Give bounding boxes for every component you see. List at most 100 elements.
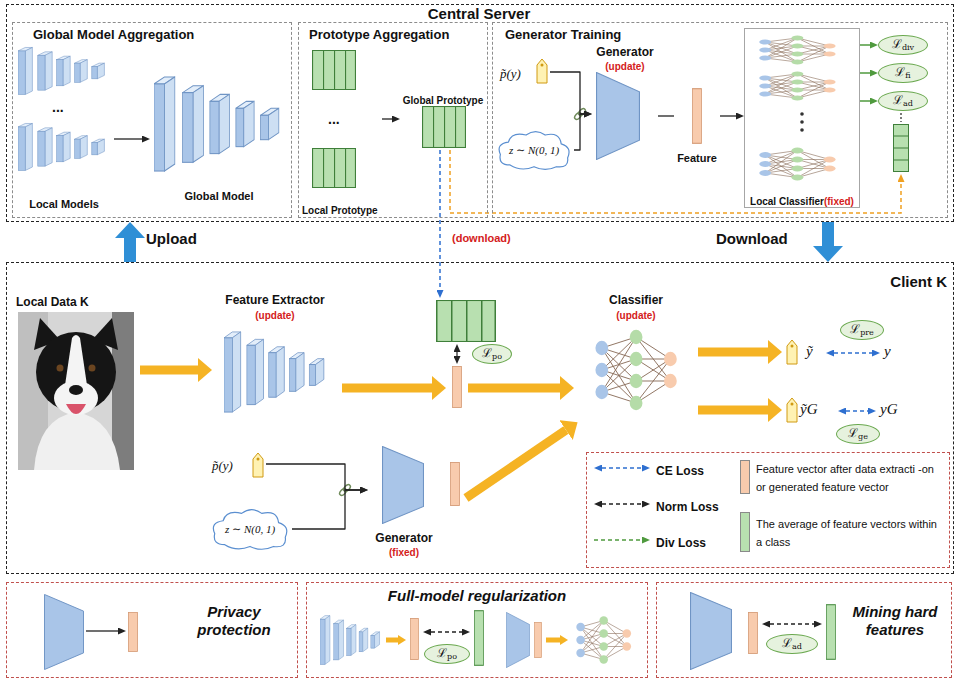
server-drawings [597,73,640,160]
connector [658,115,674,116]
node-label: ℒ [482,347,492,361]
client-drawings [253,453,263,477]
panel-frame: Global Model AggregationLocal ModelsGlob… [12,22,292,218]
dog-photo [66,404,86,414]
server-drawings [154,77,279,171]
text-slot: p̃(y) [500,64,534,82]
client-drawings [342,384,432,393]
legend-sample [602,467,642,469]
text-slot: Prototype Aggregation [309,25,479,43]
dog-photo [18,312,134,470]
server-drawings [900,113,901,122]
legend-sample [594,534,650,546]
server-drawings [693,89,702,144]
connector [720,115,736,116]
client-drawings [224,332,324,412]
connector [124,238,136,262]
legend-swatch [740,460,750,494]
text-slot: Classifier [578,290,694,308]
server-drawings [18,123,104,170]
summary-drawings [410,619,418,660]
component-block: Generator(fixed) [368,444,440,558]
text-slot: Norm Loss [656,497,719,515]
node-label: Client K [890,273,947,290]
text-slot: Mining hard features [845,603,945,640]
loss-ellipse: ℒad [766,634,818,654]
node-label: Generator [596,45,653,59]
node-label: Feature [677,152,717,164]
node-label: ℒ [848,427,858,441]
annotation-label: ỹG [800,401,818,417]
server-drawings [800,112,804,116]
text-slot: ỹG [800,400,818,418]
connector [382,118,392,119]
summary-panel: Full-model regularizationℒpo [306,582,648,678]
loss-ellipse: ℒpo [472,344,512,364]
node-label: Privacy protection [197,603,270,638]
region-frame: Central ServerGlobal Model AggregationLo… [6,4,954,222]
edge-label: Download [716,230,788,247]
node-label: ℒ [895,66,905,80]
client-drawings [787,340,797,364]
text-slot: z ∼ N(0, 1) [494,128,574,172]
text-slot: Generator [368,528,440,546]
summary-panel: Privacy protection [6,582,298,678]
client-drawings [787,398,797,422]
legend-text: Div Loss [656,536,706,550]
text-slot: Central Server [7,5,951,23]
text-slot: The average of feature vectors within a … [756,514,946,551]
annotation-label: ... [328,111,340,127]
node-label: Feature Extractor [225,293,324,307]
node-label: (update) [616,310,655,321]
text-slot: (update) [212,305,338,323]
summary-drawings [749,613,758,654]
connector [860,100,870,102]
node-label: ℒ [850,323,860,337]
node-label: Local Data K [16,295,89,309]
text-slot: ℒpo [473,345,511,363]
dog-photo [54,381,98,415]
node-label: z ∼ N(0, 1) [225,523,275,536]
text-slot: Client K [857,273,947,291]
client-drawings [834,352,872,354]
component-block: Feature [674,86,720,166]
summary-drawings [534,622,541,657]
text-slot: yG [880,400,898,418]
connector [114,138,142,139]
text-slot: Generator Training [505,25,705,43]
text-slot: Feature vector after data extracti -on o… [756,459,946,496]
summary-drawings [770,623,814,624]
loss-ellipse: ℒpo [424,644,470,664]
node-label: Mining hard features [853,603,938,638]
legend-text: Norm Loss [656,500,719,514]
cloud-outline [213,510,286,550]
server-drawings [537,59,547,83]
client-drawings [468,384,560,393]
node-label: ℒ [782,637,792,651]
client-drawings [595,330,676,410]
component-block: Classifier (update) [578,290,694,416]
client-drawings [698,406,768,415]
node-label: ℒ [892,38,902,52]
server-drawings [18,35,909,290]
dog-photo [57,365,64,372]
text-slot: ℒfi [879,64,927,82]
client-drawings [18,301,872,524]
text-slot: y [884,342,891,360]
panel-frame: Generator Training p̃(y) z ∼ N(0, 1) Genera… [492,22,948,218]
text-slot: Privacy protection [179,603,289,640]
text-slot: Generator [592,42,658,60]
dog-photo [34,412,120,470]
node-label: Classifier [609,293,663,307]
client-drawings [846,410,868,412]
text-slot: (update) [592,56,658,74]
node-label: p̃(y) [500,66,521,81]
node-label: Generator Training [505,27,621,42]
loss-ellipse: ℒpre [840,320,884,340]
component-block: p̃(y) [212,450,266,478]
connector [266,464,360,490]
loss-ellipse: ℒfi [878,63,928,83]
text-slot: ℒge [837,425,879,443]
node-label: pre [860,328,874,337]
